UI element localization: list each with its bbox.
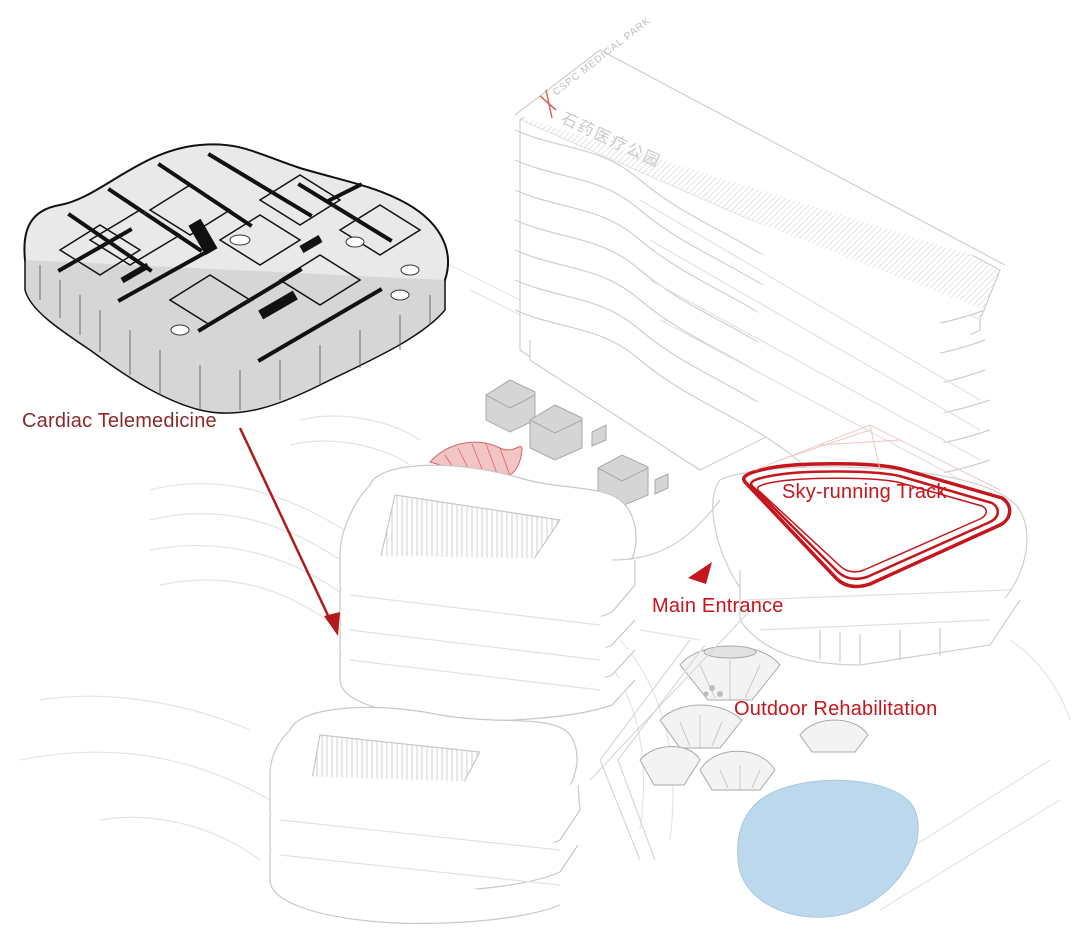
- roof-logo-mark: [539, 89, 557, 119]
- main-entrance-marker: [688, 562, 712, 584]
- outdoor-domes: [639, 645, 869, 791]
- connecting-corridor: [611, 499, 721, 561]
- main-tower: [514, 49, 1006, 509]
- ward-building-upper: [339, 464, 637, 722]
- outdoor-rehabilitation-label: Outdoor Rehabilitation: [734, 698, 938, 720]
- sky-track-canopy: [754, 424, 1001, 491]
- cardiac-leader-arrow: [238, 427, 340, 636]
- ward-building-lower: [269, 706, 581, 925]
- main-entrance-label: Main Entrance: [652, 595, 784, 617]
- dome-ribs: [679, 660, 761, 790]
- outdoor-furniture: [703, 685, 723, 697]
- sky-running-track-label: Sky-running Track: [782, 481, 947, 503]
- cardiac-floorplan-inset: [23, 143, 449, 414]
- sky-running-track: [742, 462, 1012, 589]
- pond: [737, 779, 919, 918]
- walkways: [589, 599, 761, 861]
- pavilions: [485, 379, 669, 507]
- cardiac-telemedicine-label: Cardiac Telemedicine: [22, 410, 217, 432]
- tower-podium: [712, 466, 1028, 666]
- site-context-lines: [19, 259, 1071, 911]
